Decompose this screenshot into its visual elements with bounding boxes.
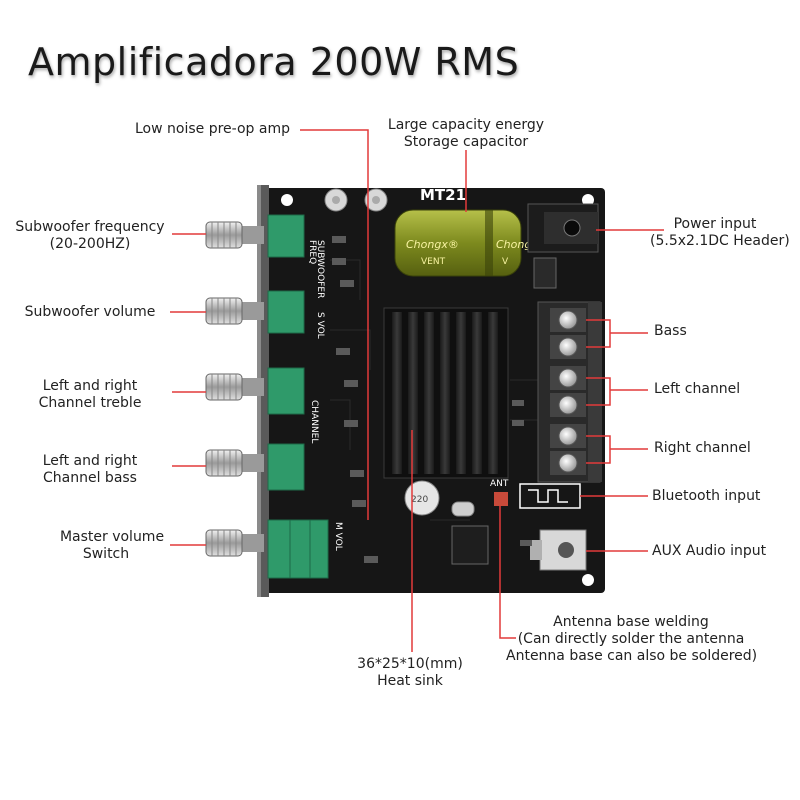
cap-brand-1: Chongx® (406, 238, 459, 251)
silk-ant: ANT (490, 479, 509, 489)
label-bass-2: Channel bass (43, 470, 137, 486)
label-treble-2: Channel treble (38, 395, 142, 411)
silk-s-vol: S VOL (315, 312, 325, 339)
pot-sub-vol (205, 290, 305, 334)
silk-subwoofer: SUBWOOFER (315, 240, 325, 298)
mount-hole (582, 574, 594, 586)
bluetooth-module (519, 483, 581, 509)
leader-lines (170, 129, 664, 652)
label-low-noise: Low noise pre-op amp (135, 121, 290, 137)
smd-components (332, 236, 532, 563)
power-jack (527, 203, 599, 253)
pot-sub-freq (205, 214, 305, 258)
silk-m-vol: M VOL (333, 522, 343, 551)
label-sub-freq-1: Subwoofer frequency (15, 219, 165, 235)
cap-vent-1: VENT (421, 257, 446, 267)
cap-220: 220 (404, 480, 440, 516)
label-antenna-2: (Can directly solder the antenna (517, 631, 745, 647)
antenna-pad (494, 492, 508, 506)
label-antenna-1: Antenna base welding (553, 614, 709, 630)
mount-hole (582, 194, 594, 206)
label-heatsink-1: 36*25*10(mm) (357, 656, 463, 672)
label-bass-out: Bass (654, 323, 687, 339)
label-aux: AUX Audio input (652, 543, 767, 559)
label-master-2: Switch (82, 546, 130, 562)
crystal (451, 501, 475, 517)
label-energy-cap-1: Large capacity energy (387, 117, 545, 133)
label-power-2: (5.5x2.1DC Header) (650, 233, 790, 249)
speaker-terminal-block (537, 301, 602, 483)
cap-vent-2: V (502, 257, 509, 267)
label-energy-cap-2: Storage capacitor (403, 134, 529, 150)
heat-sink (383, 307, 509, 479)
label-sub-vol: Subwoofer volume (24, 304, 156, 320)
label-right-ch: Right channel (654, 440, 751, 456)
pot-treble (205, 367, 305, 415)
model-label: MT21 (420, 186, 466, 204)
label-sub-freq-2: (20-200HZ) (49, 236, 131, 252)
silk-channel: CHANNEL (309, 400, 319, 443)
label-left-ch: Left channel (654, 381, 741, 397)
energy-capacitor: Chongx® VENT Chongx V (394, 209, 538, 277)
label-bass-1: Left and right (42, 453, 138, 469)
cap-220-label: 220 (411, 495, 428, 505)
pot-master (205, 519, 329, 579)
mount-hole (281, 194, 293, 206)
silk-freq: FREQ (307, 240, 317, 264)
label-heatsink-2: Heat sink (377, 673, 443, 689)
small-capacitors (324, 188, 388, 212)
page-title: Amplificadora 200W RMS (28, 40, 520, 84)
label-antenna-3: Antenna base can also be soldered) (506, 648, 758, 664)
label-master-1: Master volume (59, 529, 165, 545)
diode-block (533, 257, 557, 289)
pot-bass (205, 443, 305, 491)
ic-chip (451, 525, 489, 565)
label-power-1: Power input (673, 216, 757, 232)
label-bluetooth: Bluetooth input (652, 488, 761, 504)
label-treble-1: Left and right (42, 378, 138, 394)
aux-jack (530, 529, 587, 571)
